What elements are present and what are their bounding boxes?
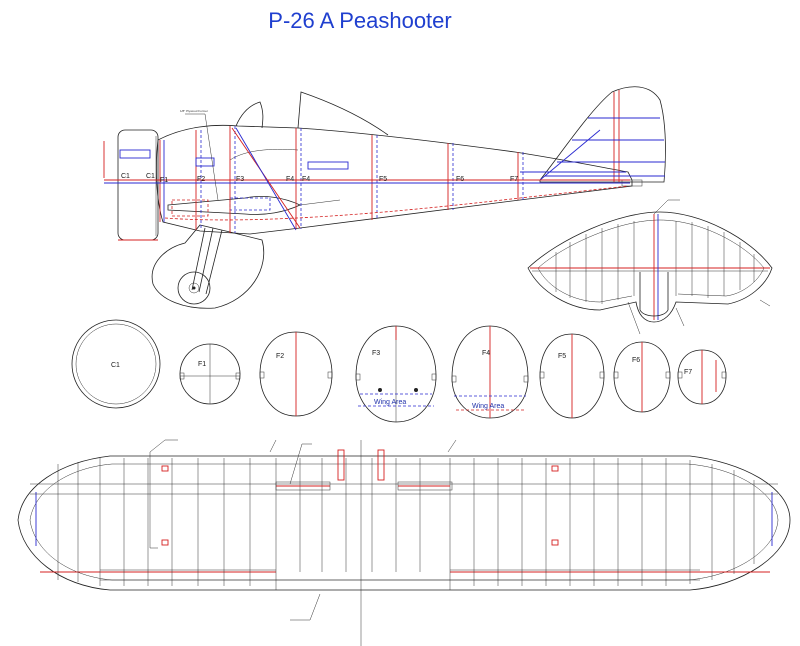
stab-inner [537, 219, 765, 303]
horizontal-stabilizer [527, 199, 773, 335]
former-f3-wing-area: Wing Area [374, 399, 406, 406]
former-label-f1: F1 [198, 361, 206, 368]
headrest [297, 91, 389, 136]
former-label-f4: F4 [482, 350, 490, 357]
station-label-f4b: F4 [302, 176, 310, 183]
annotation-box [307, 161, 349, 170]
motor-outline [167, 196, 301, 215]
former-label-c1: C1 [111, 362, 120, 369]
station-label-f1: F1 [160, 177, 168, 184]
stab-outline [527, 211, 773, 323]
former-label-f3: F3 [372, 350, 380, 357]
stab-ribs [555, 221, 755, 304]
station-label-f5: F5 [379, 176, 387, 183]
center-tab-left [337, 449, 345, 481]
formers-row: C1 F1 F2 F3 Wing Area F4 Wing Ar [71, 319, 727, 423]
wing-hardware [161, 465, 559, 546]
leader-line [185, 113, 219, 201]
spar-joiner-right [397, 481, 453, 491]
battery-box [229, 197, 271, 211]
spar-joiner-left [275, 481, 331, 491]
former-label-f7: F7 [684, 369, 692, 376]
former-label-f5: F5 [558, 353, 566, 360]
former-label-f2: F2 [276, 353, 284, 360]
former-stations [159, 126, 524, 233]
gear-strut [191, 227, 223, 295]
center-tab-right [377, 449, 385, 481]
leader-line [149, 439, 457, 621]
wheel [177, 271, 211, 305]
cockpit-rim [229, 149, 299, 161]
station-label-f4a: F4 [286, 176, 294, 183]
wing-inner [29, 463, 779, 581]
wing-ribs [57, 458, 755, 590]
axle [192, 286, 196, 290]
vertical-tail [539, 86, 666, 183]
leader-line [627, 199, 771, 335]
windscreen [235, 101, 264, 129]
motor-mount [171, 199, 209, 217]
annotation-box [195, 157, 215, 167]
station-label-f3: F3 [236, 176, 244, 183]
wing-outline [17, 455, 791, 591]
lower-longeron [164, 185, 629, 221]
plan-title: P-26 A Peashooter [268, 8, 452, 33]
former-c1-inner [75, 323, 157, 405]
side-view: 1/8" Plywood Former C1 C1 F1 F2 F3 F4 F4… [103, 86, 666, 309]
station-label-f6: F6 [456, 176, 464, 183]
diagonal-brace-2 [235, 127, 297, 231]
diagonal-brace [231, 127, 301, 229]
former-f4-wing-area: Wing Area [472, 403, 504, 410]
tail-ribs [539, 117, 665, 181]
former-c1 [71, 319, 161, 409]
station-label-f7: F7 [510, 176, 518, 183]
former-label-f6: F6 [632, 357, 640, 364]
wheel-hub [188, 282, 200, 294]
station-label-f2: F2 [197, 176, 205, 183]
prop-shaft [299, 199, 341, 206]
station-label-c1b: C1 [146, 173, 155, 180]
wing-plan [17, 439, 791, 646]
svg-text:1/8" Plywood Former: 1/8" Plywood Former [180, 109, 208, 113]
landing-gear-fairing [151, 224, 265, 309]
station-label-c1: C1 [121, 173, 130, 180]
annotation-box [119, 149, 151, 159]
cowling-front [117, 129, 159, 241]
elevator-cutout [639, 272, 669, 317]
